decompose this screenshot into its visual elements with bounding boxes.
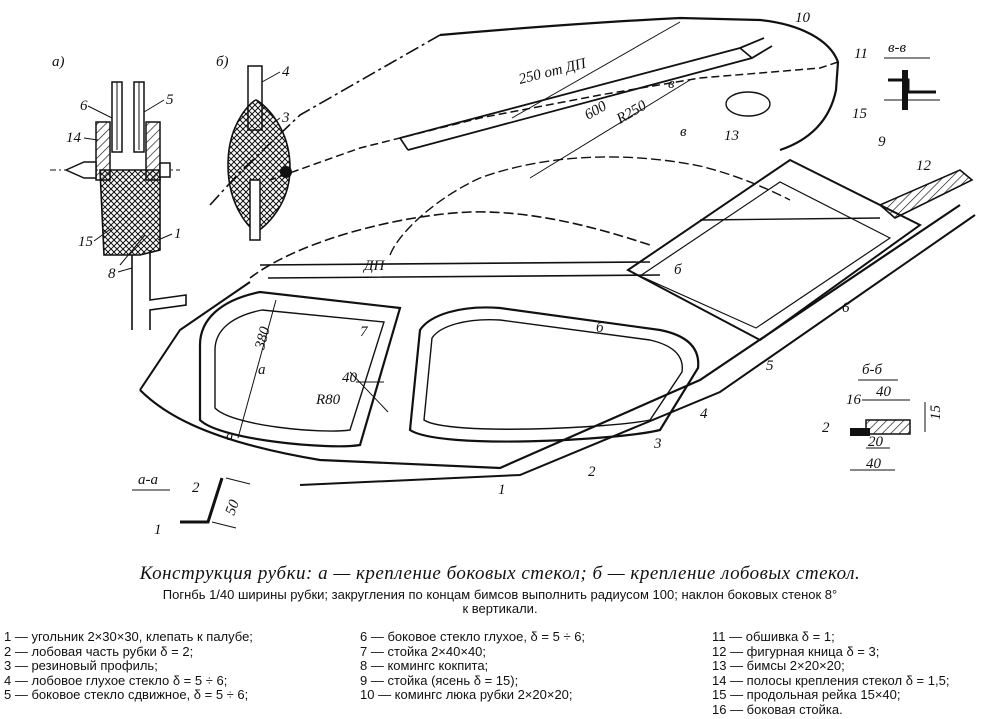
detail-a-side-glass-mount: а) 6 5 14 15 1 8 — [50, 54, 187, 330]
cut-b-rear: б — [674, 262, 682, 278]
aa-dim-50: 50 — [223, 497, 243, 517]
label-11: 11 — [854, 46, 868, 62]
a-num-1: 1 — [174, 226, 182, 242]
figure-note: Погнбь 1/40 ширины рубки; закругления по… — [0, 588, 1000, 616]
legend-column-3: 11 — обшивка δ = 1; 12 — фигурная кница … — [712, 629, 950, 717]
dim-250-from-dp: 250 от ДП — [517, 55, 589, 87]
legend-item: 2 — лобовая часть рубки δ = 2; — [4, 643, 194, 659]
bb-dim-40-bottom: 40 — [866, 456, 882, 472]
legend-item: 4 — лобовое глухое стекло δ = 5 ÷ 6; — [4, 672, 228, 688]
label-13: 13 — [724, 128, 739, 144]
bb-dim-15: 15 — [928, 405, 944, 421]
a-num-6: 6 — [80, 98, 88, 114]
label-9: 9 — [878, 134, 886, 150]
section-vv-label: в-в — [888, 40, 907, 56]
cut-v-top: в — [668, 76, 675, 92]
dim-r250: R250 — [613, 98, 650, 128]
a-num-15: 15 — [78, 234, 94, 250]
fig-b-label: б) — [216, 54, 229, 70]
label-5: 5 — [766, 358, 774, 374]
cut-b-front: б — [596, 320, 604, 336]
legend-item: 7 — стойка 2×40×40; — [360, 643, 487, 659]
bb-dim-40-top: 40 — [876, 384, 892, 400]
cut-a-top: a — [258, 362, 266, 378]
legend-item: 1 — угольник 2×30×30, клепать к палубе; — [4, 629, 253, 644]
legend-item: 5 — боковое стекло сдвижное, δ = 5 ÷ 6; — [4, 687, 249, 702]
label-15: 15 — [852, 106, 868, 122]
legend-item: 10 — комингс люка рубки 2×20×20; — [360, 687, 573, 702]
figure-caption: Конструкция рубки: а — крепление боковых… — [139, 563, 861, 584]
dim-380: 380 — [252, 325, 274, 352]
legend-column-2: 6 — боковое стекло глухое, δ = 5 ÷ 6; 7 … — [360, 629, 586, 703]
fig-a-label: а) — [52, 54, 65, 70]
cabin-main-view — [139, 16, 976, 486]
detail-b-windshield-mount: б) 4 3 — [216, 54, 292, 241]
legend-item: 8 — комингс кокпита; — [360, 658, 489, 673]
bb-num-16: 16 — [846, 392, 862, 408]
label-1: 1 — [498, 482, 506, 498]
label-12: 12 — [916, 158, 932, 174]
a-num-14: 14 — [66, 130, 82, 146]
dp-mid: ДП — [362, 258, 386, 274]
label-4: 4 — [700, 406, 708, 422]
note-line-2: к вертикали. — [462, 601, 538, 616]
legend-item: 15 — продольная рейка 15×40; — [712, 687, 901, 702]
label-10: 10 — [795, 10, 811, 26]
legend-item: 12 — фигурная кница δ = 3; — [712, 643, 880, 659]
legend-item: 14 — полосы крепления стекол δ = 1,5; — [712, 672, 950, 688]
cabin-construction-drawing: а) 6 5 14 15 1 8 б) 4 — [50, 10, 976, 538]
a-num-5: 5 — [166, 92, 174, 108]
dim-r80: R80 — [315, 392, 341, 408]
section-aa-label: а-а — [138, 472, 158, 488]
section-bb-label: б-б — [862, 362, 883, 378]
legend-item: 6 — боковое стекло глухое, δ = 5 ÷ 6; — [360, 629, 586, 644]
legend-item: 3 — резиновый профиль; — [4, 658, 158, 673]
aa-num-1: 1 — [154, 522, 162, 538]
label-2: 2 — [588, 464, 596, 480]
b-num-4: 4 — [282, 64, 290, 80]
label-6: 6 — [842, 300, 850, 316]
main-view-labels: 10 11 15 9 12 13 7 6 5 4 3 2 1 в в б б a… — [226, 10, 932, 498]
aa-num-2: 2 — [192, 480, 200, 496]
section-aa: а-а 50 2 1 — [132, 472, 251, 538]
b-num-3: 3 — [281, 110, 290, 126]
dim-40: 40 — [342, 370, 358, 386]
note-line-1: Погнбь 1/40 ширины рубки; закругления по… — [162, 587, 838, 602]
legend-column-1: 1 — угольник 2×30×30, клепать к палубе; … — [4, 629, 253, 703]
section-bb: б-б 40 15 20 40 16 2 — [822, 362, 944, 472]
legend-item: 11 — обшивка δ = 1; — [712, 629, 835, 644]
bb-dim-20: 20 — [868, 434, 884, 450]
cut-a-bottom: a — [226, 428, 234, 444]
section-vv: в-в — [884, 40, 940, 110]
cut-v-lower: в — [680, 124, 687, 140]
a-num-8: 8 — [108, 266, 116, 282]
label-7: 7 — [360, 324, 369, 340]
label-3: 3 — [653, 436, 662, 452]
legend-item: 16 — боковая стойка. — [712, 701, 843, 717]
bb-num-2: 2 — [822, 420, 830, 436]
legend-item: 9 — стойка (ясень δ = 15); — [360, 672, 519, 688]
legend-item: 13 — бимсы 2×20×20; — [712, 658, 845, 673]
